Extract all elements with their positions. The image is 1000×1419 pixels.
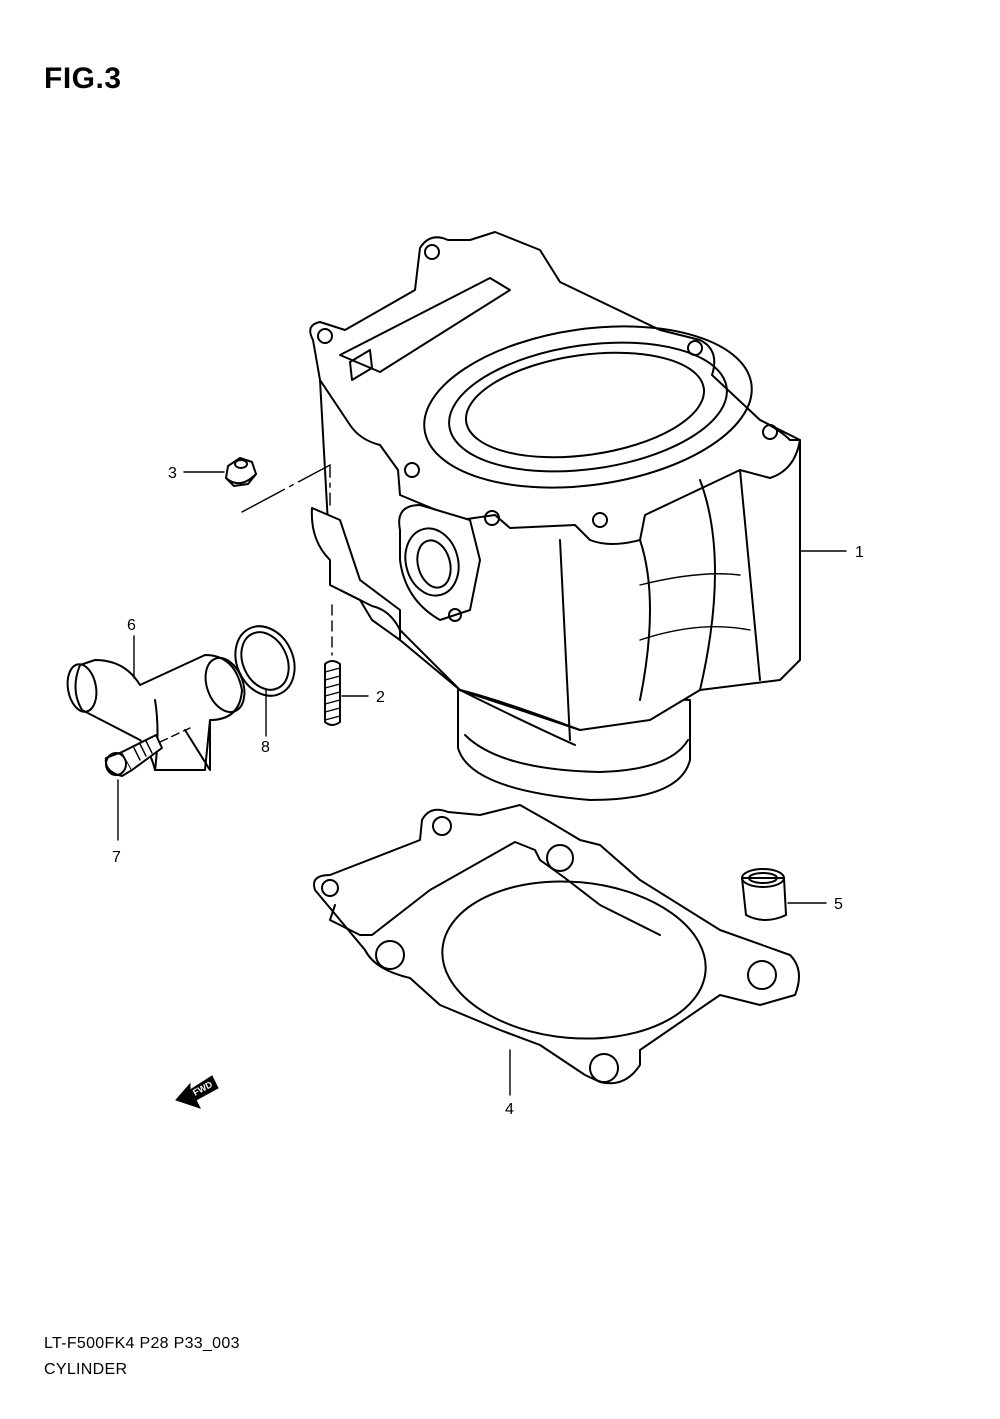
nut-part[interactable] — [183, 457, 331, 513]
gasket-part[interactable] — [313, 804, 800, 1096]
section-name: CYLINDER — [44, 1361, 128, 1378]
stud-part[interactable] — [324, 604, 369, 726]
water-inlet-pipe-part[interactable] — [64, 635, 251, 771]
callout-3: 3 — [168, 465, 177, 482]
callout-2: 2 — [376, 689, 385, 706]
model-code: LT-F500FK4 P28 P33_003 — [44, 1335, 240, 1352]
figure-title: FIG.3 — [44, 62, 122, 95]
callout-7: 7 — [112, 849, 121, 866]
forward-direction-arrow: FWD — [175, 1075, 219, 1109]
callout-6: 6 — [127, 617, 136, 634]
dowel-pin-part[interactable] — [741, 868, 827, 921]
callout-8: 8 — [261, 739, 270, 756]
cylinder-part[interactable] — [309, 231, 847, 801]
bolt-part[interactable] — [104, 727, 191, 841]
callout-5: 5 — [834, 896, 843, 913]
o-ring-part[interactable] — [224, 617, 305, 737]
callout-4: 4 — [505, 1101, 514, 1118]
callout-1: 1 — [855, 544, 864, 561]
